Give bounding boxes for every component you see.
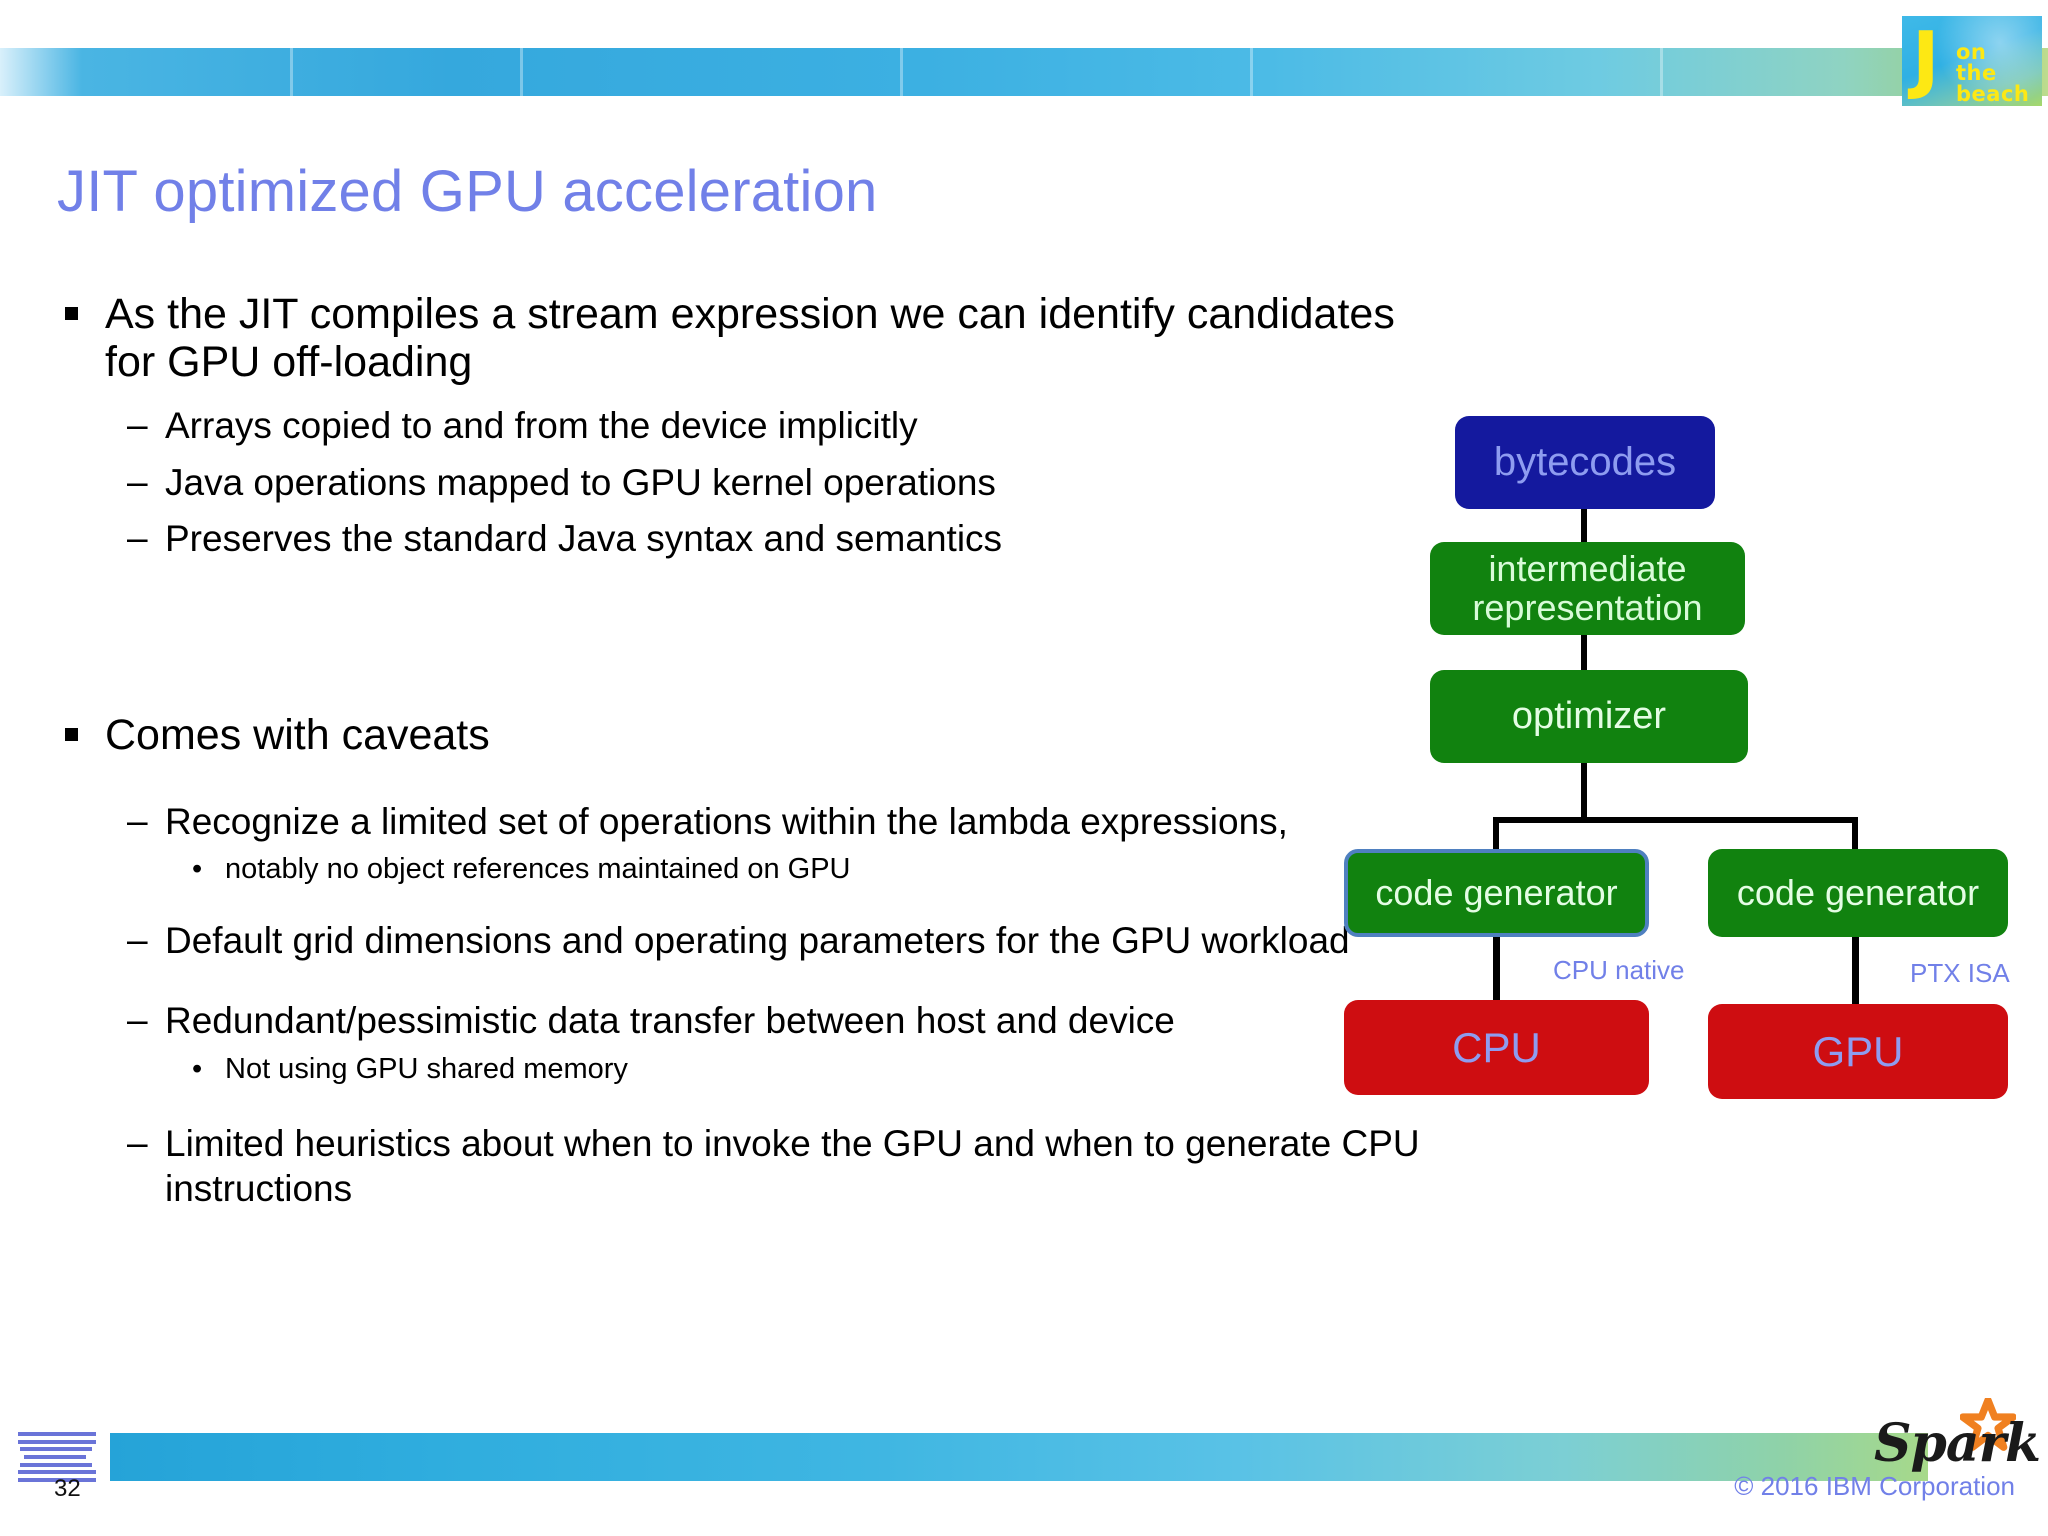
- node-cpu[interactable]: CPU: [1344, 1000, 1649, 1095]
- node-label: CPU: [1452, 1023, 1541, 1071]
- top-gradient-band: [0, 48, 2048, 96]
- square-bullet-icon: [65, 307, 78, 320]
- square-bullet-icon: [65, 728, 78, 742]
- bullet-text: Arrays copied to and from the device imp…: [165, 405, 918, 447]
- edge-label-ptx-isa: PTX ISA: [1910, 958, 2010, 988]
- node-intermediate-representation[interactable]: intermediate representation: [1430, 542, 1745, 635]
- dash-bullet-icon: –: [127, 460, 148, 502]
- edge-split-right-down: [1852, 817, 1858, 857]
- bullet-level1: Comes with caveats: [55, 711, 1455, 759]
- spark-wordmark: Spark: [1874, 1413, 2041, 1474]
- bullet-level2: – Redundant/pessimistic data transfer be…: [55, 999, 1455, 1043]
- dash-bullet-icon: –: [127, 999, 148, 1041]
- dot-bullet-icon: •: [192, 1052, 203, 1085]
- dash-bullet-icon: –: [127, 404, 148, 446]
- bullet-text: Limited heuristics about when to invoke …: [165, 1123, 1420, 1209]
- page-title: JIT optimized GPU acceleration: [57, 159, 878, 224]
- node-bytecodes[interactable]: bytecodes: [1455, 416, 1715, 509]
- edge-bytecodes-to-ir: [1581, 504, 1587, 549]
- bullet-text: Java operations mapped to GPU kernel ope…: [165, 461, 996, 503]
- bullet-level2: – Default grid dimensions and operating …: [55, 919, 1455, 963]
- content-body: As the JIT compiles a stream expression …: [55, 290, 1455, 1211]
- page-number: 32: [54, 1475, 81, 1502]
- edge-ir-to-optimizer: [1581, 630, 1587, 676]
- bullet-text: notably no object references maintained …: [225, 853, 851, 886]
- edge-cg-gpu-to-gpu: [1852, 930, 1859, 1014]
- node-optimizer[interactable]: optimizer: [1430, 670, 1748, 763]
- dash-bullet-icon: –: [127, 517, 148, 559]
- edge-label-cpu-native: CPU native: [1553, 955, 1685, 985]
- spark-logo: Spark: [1874, 1398, 2041, 1484]
- star-icon: [1960, 1398, 2016, 1451]
- bullet-text: Not using GPU shared memory: [225, 1052, 628, 1085]
- edge-cg-cpu-to-cpu: [1493, 930, 1500, 1010]
- bullet-text: Comes with caveats: [105, 711, 490, 760]
- bullet-text: Recognize a limited set of operations wi…: [165, 800, 1288, 842]
- edge-split-horizontal: [1493, 817, 1858, 823]
- bullet-text: Default grid dimensions and operating pa…: [165, 919, 1350, 961]
- bullet-level2: – Arrays copied to and from the device i…: [55, 404, 1455, 448]
- node-label: code generator: [1375, 871, 1618, 913]
- bullet-text: As the JIT compiles a stream expression …: [105, 290, 1395, 387]
- bullet-level2: – Limited heuristics about when to invok…: [55, 1122, 1455, 1211]
- node-gpu[interactable]: GPU: [1708, 1004, 2008, 1099]
- node-label: intermediate representation: [1472, 547, 1703, 628]
- node-code-generator-cpu[interactable]: code generator: [1344, 849, 1649, 937]
- node-code-generator-gpu[interactable]: code generator: [1708, 849, 2008, 937]
- footer-gradient-band: [110, 1433, 1928, 1481]
- node-label: optimizer: [1511, 694, 1667, 737]
- dash-bullet-icon: –: [127, 799, 148, 841]
- ibm-logo: [18, 1432, 100, 1482]
- bullet-level2: – Preserves the standard Java syntax and…: [55, 517, 1455, 561]
- logo-glow: [1902, 16, 2042, 106]
- bullet-level3: • Not using GPU shared memory: [55, 1052, 1455, 1087]
- dot-bullet-icon: •: [192, 853, 203, 886]
- jit-pipeline-diagram: bytecodes intermediate representation op…: [1344, 400, 2048, 1380]
- bullet-text: Preserves the standard Java syntax and s…: [165, 518, 1003, 560]
- edge-split-left-down: [1493, 817, 1499, 857]
- node-label: GPU: [1812, 1027, 1904, 1075]
- bullet-level2: – Recognize a limited set of operations …: [55, 800, 1455, 844]
- node-label: bytecodes: [1493, 439, 1677, 484]
- bullet-level3: • notably no object references maintaine…: [55, 852, 1455, 887]
- dash-bullet-icon: –: [127, 918, 148, 960]
- dash-bullet-icon: –: [127, 1122, 148, 1164]
- edge-optimizer-down: [1581, 758, 1587, 821]
- bullet-text: Redundant/pessimistic data transfer betw…: [165, 1000, 1175, 1042]
- node-label: code generator: [1736, 871, 1980, 913]
- bullet-level2: – Java operations mapped to GPU kernel o…: [55, 461, 1455, 505]
- bullet-level1: As the JIT compiles a stream expression …: [55, 290, 1455, 386]
- copyright-text: © 2016 IBM Corporation: [1734, 1471, 2015, 1501]
- logo-letter-j: J: [1912, 16, 1940, 102]
